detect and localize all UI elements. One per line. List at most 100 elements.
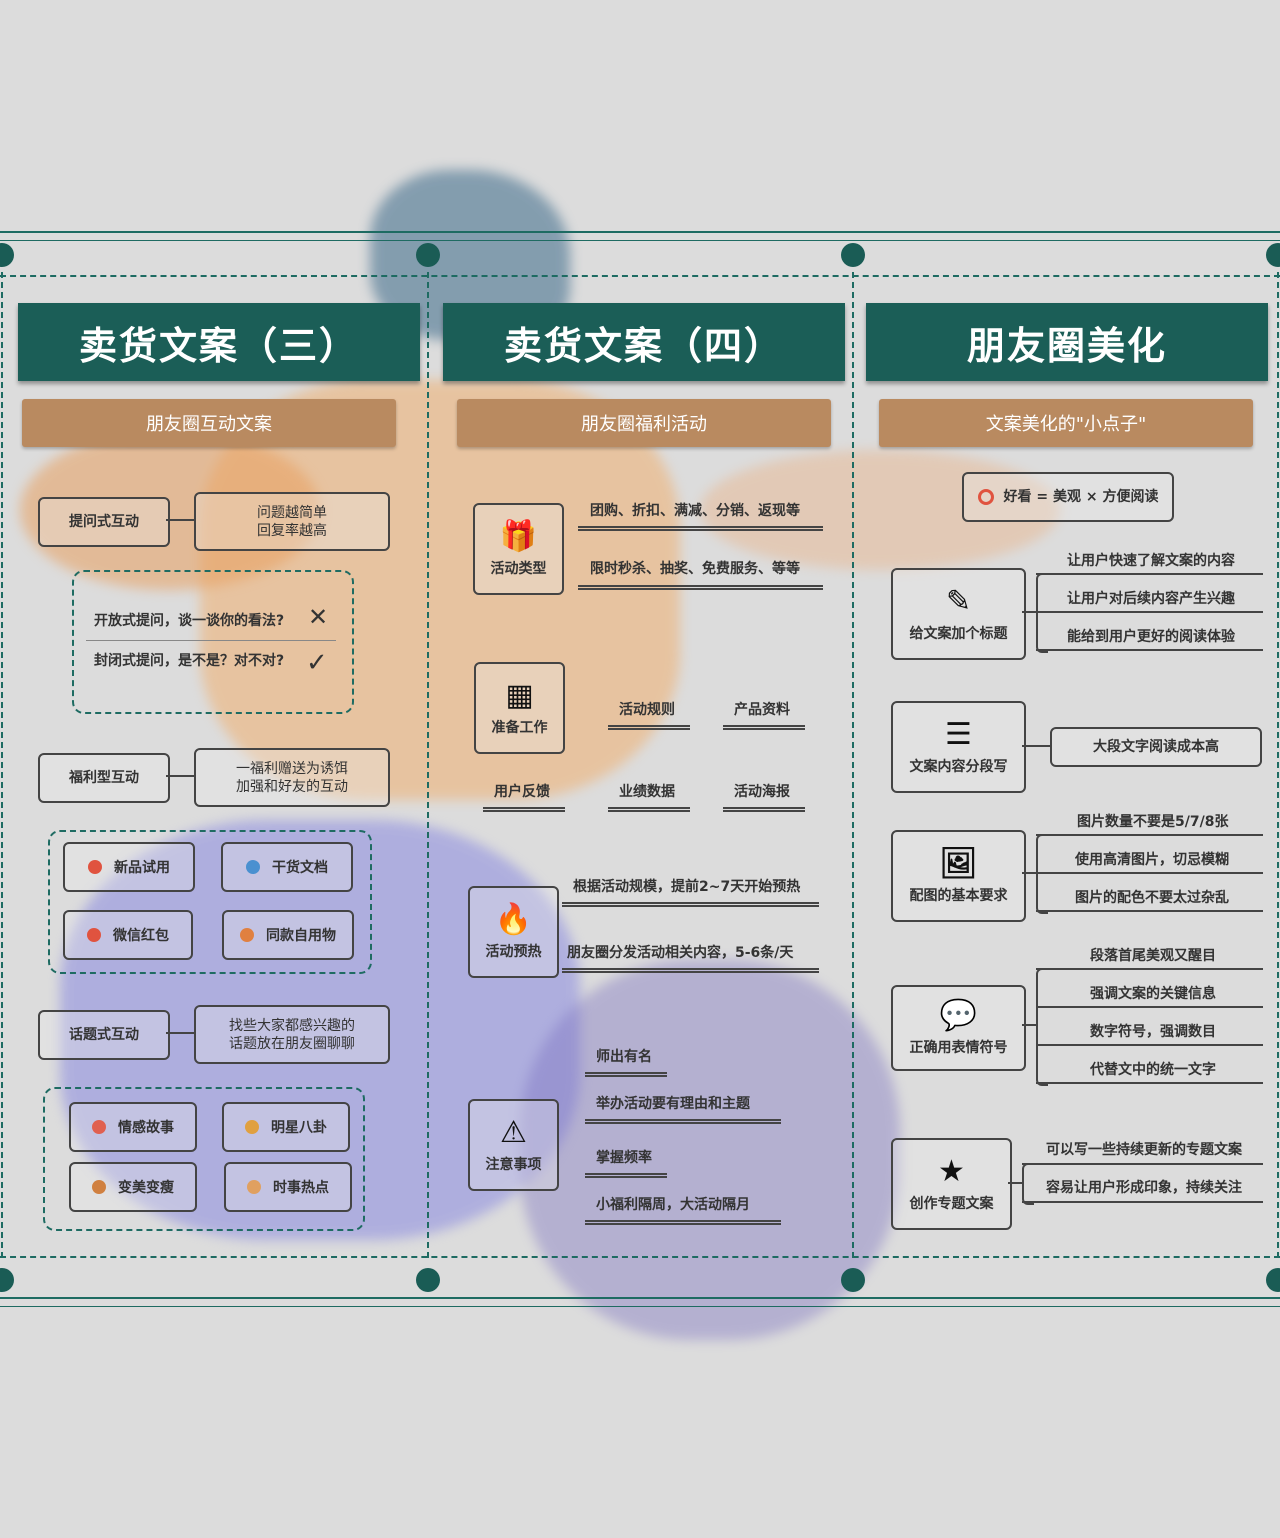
wink-face-icon <box>245 1120 259 1134</box>
separator <box>86 640 336 641</box>
prep-item: 业绩数据 <box>619 784 675 800</box>
surprise-face-icon <box>247 1180 261 1194</box>
welfare-item: 同款自用物 <box>222 910 354 960</box>
edit-icon: ✎ <box>945 584 972 619</box>
divider-1 <box>427 272 429 1258</box>
topic-box: 话题式互动 <box>38 1010 170 1060</box>
para-tip-box: ☰ 文案内容分段写 <box>891 701 1026 793</box>
frame-dot <box>416 243 440 267</box>
frame-top-dash <box>0 275 1280 277</box>
topic-item: 情感故事 <box>69 1102 197 1152</box>
bg-figure-torso <box>200 380 680 800</box>
notes-box: ⚠ 注意事项 <box>468 1099 559 1191</box>
welfare-items-group <box>48 830 372 974</box>
warmup-item: 根据活动规模，提前2~7天开始预热 <box>573 879 801 895</box>
welfare-item: 微信红包 <box>63 910 193 960</box>
bracket <box>1022 1163 1034 1205</box>
topic-item: 时事热点 <box>224 1162 352 1212</box>
image-tip-item: 图片的配色不要太过杂乱 <box>1075 890 1229 906</box>
face-icon <box>240 928 254 942</box>
bracket <box>1036 968 1048 1086</box>
frame-dot <box>1266 243 1280 267</box>
connector <box>166 1032 194 1034</box>
x-icon: ✕ <box>308 603 329 631</box>
warmup-item: 朋友圈分发活动相关内容，5-6条/天 <box>567 945 794 961</box>
underline <box>723 807 805 812</box>
underline <box>585 1220 781 1225</box>
prep-item: 活动海报 <box>734 784 790 800</box>
topic-item: 明星八卦 <box>222 1102 350 1152</box>
money-icon <box>87 928 101 942</box>
frame-dot <box>0 243 14 267</box>
underline <box>723 725 805 730</box>
underline <box>585 1072 667 1077</box>
image-tip-box: 🖼 配图的基本要求 <box>891 830 1026 922</box>
title-tip-item: 让用户快速了解文案的内容 <box>1067 553 1235 569</box>
title-tip-item: 能给到用户更好的阅读体验 <box>1067 629 1235 645</box>
bracket <box>1036 834 1048 914</box>
welfare-box: 福利型互动 <box>38 753 170 803</box>
menu-icon: ☰ <box>945 717 972 752</box>
col1-subtitle: 朋友圈互动文案 <box>22 399 396 447</box>
star-icon: ★ <box>938 1154 965 1189</box>
frame-bottom-dash <box>0 1256 1280 1258</box>
formula-box: 好看 = 美观 × 方便阅读 <box>962 472 1174 522</box>
love-face-icon <box>92 1120 106 1134</box>
col3-title: 朋友圈美化 <box>866 303 1268 381</box>
frame-top-line-2 <box>0 240 1280 241</box>
underline <box>608 725 690 730</box>
prep-item: 活动规则 <box>619 702 675 718</box>
branch-line <box>1022 1201 1263 1203</box>
check-icon: ✓ <box>306 648 328 678</box>
title-tip-item: 让用户对后续内容产生兴趣 <box>1067 591 1235 607</box>
emoji-tip-item: 数字符号，强调数目 <box>1090 1024 1216 1040</box>
topic-items-group <box>43 1087 365 1231</box>
divider-right <box>1277 272 1279 1258</box>
warning-icon: ⚠ <box>500 1115 527 1150</box>
emoji-tip-item: 强调文案的关键信息 <box>1090 986 1216 1002</box>
branch-line <box>1036 1044 1263 1046</box>
connector <box>166 519 194 521</box>
note-item: 小福利隔周，大活动隔月 <box>596 1197 750 1213</box>
branch-line <box>1036 573 1263 575</box>
col2-subtitle: 朋友圈福利活动 <box>457 399 831 447</box>
activity-type-item: 限时秒杀、抽奖、免费服务、等等 <box>590 561 800 577</box>
welfare-item: 干货文档 <box>221 842 353 892</box>
col2-title: 卖货文案（四） <box>443 303 845 381</box>
branch-line <box>1036 1082 1263 1084</box>
note-item: 举办活动要有理由和主题 <box>596 1096 750 1112</box>
note-item: 师出有名 <box>596 1049 652 1065</box>
branch-line <box>1036 1006 1263 1008</box>
activity-types-box: 🎁 活动类型 <box>473 503 564 595</box>
topic-note: 找些大家都感兴趣的 话题放在朋友圈聊聊 <box>194 1005 390 1064</box>
activity-type-item: 团购、折扣、满减、分销、返现等 <box>590 503 800 519</box>
connector <box>1022 745 1050 747</box>
branch-line <box>1036 968 1263 970</box>
topic-tip-box: ★ 创作专题文案 <box>891 1138 1012 1230</box>
para-tip-item: 大段文字阅读成本高 <box>1050 727 1262 767</box>
frame-dot <box>841 1268 865 1292</box>
welfare-item: 新品试用 <box>63 842 195 892</box>
image-tip-item: 使用高清图片，切忌模糊 <box>1075 852 1229 868</box>
underline <box>608 807 690 812</box>
bg-figure-arm <box>20 430 320 590</box>
compass-icon <box>246 860 260 874</box>
welfare-note: 一福利赠送为诱饵 加强和好友的互动 <box>194 748 390 807</box>
frame-top-line <box>0 231 1280 233</box>
col1-title: 卖货文案（三） <box>18 303 420 381</box>
emoji-tip-box: 💬 正确用表情符号 <box>891 985 1026 1071</box>
underline <box>578 585 823 590</box>
warmup-box: 🔥 活动预热 <box>468 886 559 978</box>
connector <box>1022 611 1036 613</box>
branch-line <box>1036 649 1263 651</box>
connector <box>1022 1024 1036 1026</box>
bg-figure-leg2 <box>520 960 900 1340</box>
prep-box: ▦ 准备工作 <box>474 662 565 754</box>
branch-line <box>1036 834 1263 836</box>
underline <box>562 968 819 973</box>
image-tip-item: 图片数量不要是5/7/8张 <box>1077 814 1229 830</box>
underline <box>562 902 819 907</box>
frame-dot <box>416 1268 440 1292</box>
col3-subtitle: 文案美化的"小点子" <box>879 399 1253 447</box>
connector <box>1008 1182 1022 1184</box>
